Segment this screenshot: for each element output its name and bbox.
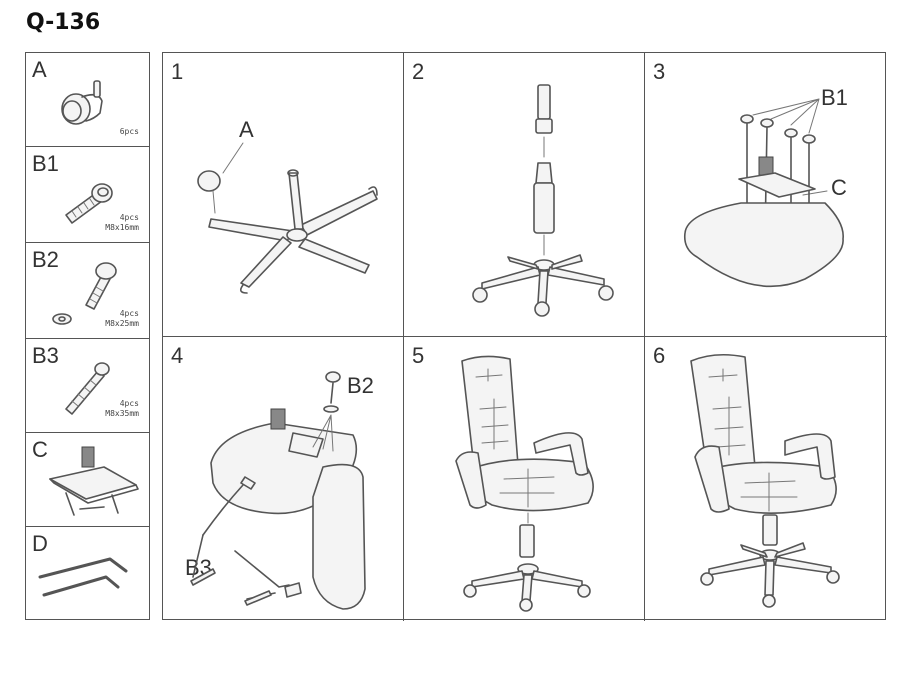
part-size: M8x16mm [105,223,139,232]
part-b1: B1 4pcs M8x16mm [26,147,149,243]
callout-b1: B1 [821,85,848,110]
part-quantity: 4pcs [119,309,139,318]
parts-list: A 6pcs B1 4pcs M8x16mm B2 [25,52,150,620]
long-bolt-icon [65,362,110,415]
bolt-washer-icon [52,262,117,325]
tilt-mechanism-icon [49,446,139,516]
callout-a: A [239,117,254,142]
step-5: 5 [404,337,645,621]
star-base-illustration [197,142,378,294]
step-number: 5 [412,343,425,368]
part-label: A [32,57,47,82]
allen-key-icon [38,557,128,597]
callout-b2: B2 [347,373,374,398]
model-number: Q-136 [26,10,101,35]
step-2: 2 [404,53,645,337]
seat-mechanism-illustration [683,98,844,288]
part-size: M8x25mm [105,319,139,328]
bolt-icon [65,183,113,224]
part-quantity: 4pcs [119,213,139,222]
armrest-attachment-illustration [190,371,366,610]
part-quantity: 4pcs [119,399,139,408]
step-3: 3 B1 C [645,53,887,337]
part-d: D [26,527,149,621]
part-label: B3 [32,343,59,368]
gas-lift-illustration [472,84,614,317]
part-label: B2 [32,247,59,272]
part-c: C [26,433,149,527]
part-label: B1 [32,151,59,176]
step-number: 2 [412,59,425,84]
chair-mounting-illustration [455,355,594,612]
part-label: D [32,531,48,556]
part-b3: B3 4pcs M8x35mm [26,339,149,433]
assembled-chair-illustration [690,353,840,608]
part-label: C [32,437,48,462]
part-a: A 6pcs [26,53,149,147]
step-4: 4 B2 B3 [163,337,404,621]
part-quantity: 6pcs [119,127,139,136]
step-1: 1 A [163,53,404,337]
part-size: M8x35mm [105,409,139,418]
step-number: 4 [171,343,184,368]
assembly-steps: 1 A 2 [162,52,887,621]
step-number: 6 [653,343,666,368]
step-6: 6 [645,337,887,621]
callout-c: C [831,175,847,200]
step-number: 1 [171,59,184,84]
caster-wheel-icon [61,80,103,125]
step-number: 3 [653,59,666,84]
part-b2: B2 4pcs M8x25mm [26,243,149,339]
